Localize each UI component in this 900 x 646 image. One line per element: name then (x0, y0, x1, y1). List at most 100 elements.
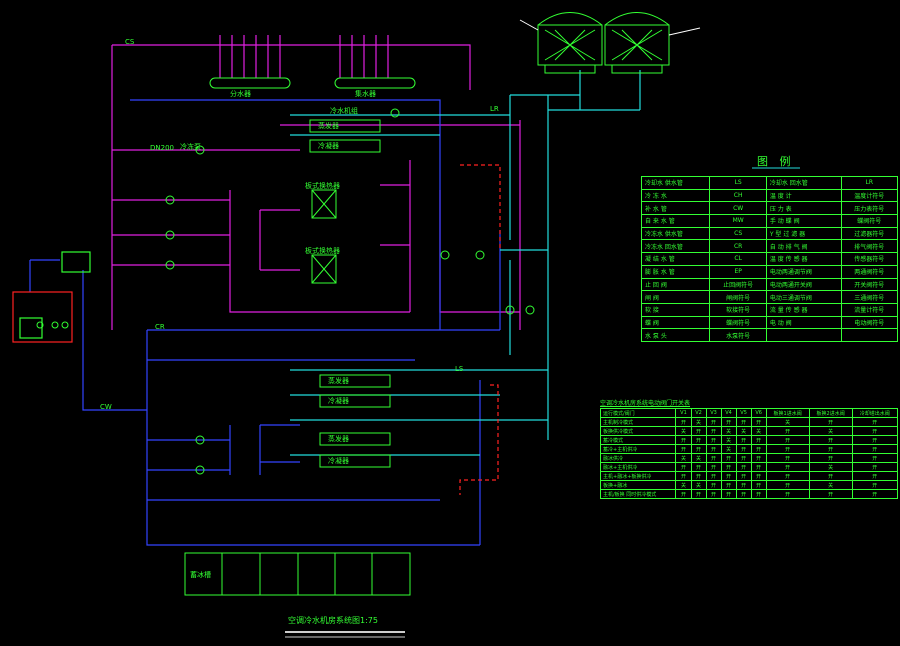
legend-right-label: 电动两通开关阀 (765, 277, 842, 292)
table-cell: 开 (675, 489, 692, 499)
table-cell: 开 (750, 444, 767, 454)
valve-table-title: 空调冷水机房系统电动阀门开关表 (600, 400, 691, 407)
table-cell: 关 (808, 462, 853, 472)
table-cell: 开 (735, 489, 752, 499)
table-cell: 开 (705, 444, 722, 454)
table-cell: 关 (675, 480, 692, 490)
table-cell: 开 (765, 480, 810, 490)
chiller-1-evaporator (309, 119, 381, 133)
table-cell: 开 (750, 462, 767, 472)
header-cell: 冷却塔出水阀 (851, 408, 899, 418)
chiller-1-condenser (309, 139, 381, 153)
chiller-1-condenser-label: 冷凝器 (318, 142, 339, 150)
table-cell: 开 (705, 453, 722, 463)
table-cell: 开 (765, 426, 810, 436)
legend-left-label: 膨 胀 水 管 (640, 264, 711, 279)
header-cell: 板换1进水阀 (765, 408, 810, 418)
table-cell: 开 (705, 417, 722, 427)
table-cell: 开 (735, 462, 752, 472)
legend-left-symbol: 闸阀符号 (709, 290, 767, 304)
table-cell: 关 (690, 480, 707, 490)
table-cell: 板换供冷模式 (599, 426, 677, 436)
table-cell: 关 (750, 426, 767, 436)
table-cell: 开 (851, 462, 899, 472)
table-cell: 开 (735, 417, 752, 427)
table-cell: 开 (808, 435, 853, 445)
table-cell: 关 (720, 426, 737, 436)
table-cell: 开 (690, 426, 707, 436)
table-cell: 开 (808, 417, 853, 427)
phe-2-label: 板式换热器 (305, 247, 340, 255)
table-cell: 主机/板换 同时供冷模式 (599, 489, 677, 499)
cooling-tower-2 (604, 12, 670, 74)
table-cell: 开 (851, 435, 899, 445)
table-row: 主机+融冰+板换供冷开开开开开开开开开 (599, 471, 899, 481)
legend-left-symbol: 蝶阀符号 (709, 315, 767, 330)
legend-left-symbol: 止回阀符号 (709, 277, 767, 292)
phe-1-label: 板式换热器 (305, 182, 340, 190)
table-cell: 开 (750, 480, 767, 490)
collector (334, 77, 416, 89)
legend-right-label: 流 量 传 感 器 (765, 302, 842, 317)
table-cell: 开 (705, 435, 722, 445)
table-row: 主机制冷模式开关开开开开关开开 (599, 417, 899, 427)
legend-left-symbol: EP (709, 264, 767, 279)
legend-right-symbol: 压力表符号 (840, 201, 899, 216)
cooling-tower-1 (537, 12, 603, 74)
table-cell: 开 (851, 426, 899, 436)
table-cell: 蓄冷+主机供冷 (599, 444, 677, 454)
table-cell: 开 (705, 426, 722, 436)
table-cell: 开 (808, 444, 853, 454)
table-cell: 关 (808, 426, 853, 436)
legend-right-symbol: 流量计符号 (840, 302, 899, 317)
table-cell: 开 (765, 444, 810, 454)
table-cell: 开 (720, 462, 737, 472)
table-cell: 开 (675, 471, 692, 481)
pipe-label-ls: LS (455, 365, 464, 373)
legend-left-symbol: CL (709, 252, 767, 266)
table-cell: 开 (750, 471, 767, 481)
table-cell: 开 (720, 453, 737, 463)
table-cell: 开 (735, 453, 752, 463)
table-cell: 关 (720, 435, 737, 445)
header-cell: V6 (750, 408, 767, 418)
magenta-pipes (111, 35, 521, 330)
table-cell: 开 (690, 471, 707, 481)
legend-right-symbol: 电动阀符号 (840, 315, 899, 330)
legend-right-symbol: 开关阀符号 (840, 277, 899, 292)
pipe-label-cs: CS (125, 38, 135, 46)
legend-right-label: 电 动 阀 (765, 315, 842, 330)
table-cell: 开 (750, 489, 767, 499)
pipe-label-cr: CR (155, 323, 165, 331)
legend-right-label: 自 动 排 气 阀 (765, 239, 842, 254)
legend-right-symbol (840, 328, 899, 342)
legend-left-symbol: CW (709, 201, 767, 216)
table-cell: 融冰+主机供冷 (599, 462, 677, 472)
table-cell: 关 (720, 444, 737, 454)
table-cell: 蓄冷模式 (599, 435, 677, 445)
legend-left-label: 蝶 阀 (640, 315, 711, 330)
table-cell: 开 (765, 453, 810, 463)
pump-label: 冷冻泵 (180, 143, 201, 151)
ice-tank-label: 蓄冰槽 (190, 571, 211, 579)
table-cell: 开 (705, 489, 722, 499)
chiller-2-evaporator-label: 蒸发器 (328, 377, 349, 385)
legend-right-label: 压 力 表 (765, 201, 842, 216)
chiller-1-label: 冷水机组 (330, 107, 358, 115)
legend-left-symbol: LS (709, 176, 767, 190)
legend-left-symbol: MW (709, 214, 767, 228)
table-cell: 开 (851, 480, 899, 490)
legend-row: 水 泵 头水泵符号 (640, 328, 899, 342)
legend-left-label: 软 接 (640, 302, 711, 317)
plate-heat-exchanger-1 (311, 189, 337, 219)
legend-left-label: 自 来 水 管 (640, 214, 711, 228)
table-cell: 开 (690, 435, 707, 445)
legend-row: 闸 阀闸阀符号电动三通调节阀三通阀符号 (640, 290, 899, 304)
chiller-1-evaporator-label: 蒸发器 (318, 122, 339, 130)
